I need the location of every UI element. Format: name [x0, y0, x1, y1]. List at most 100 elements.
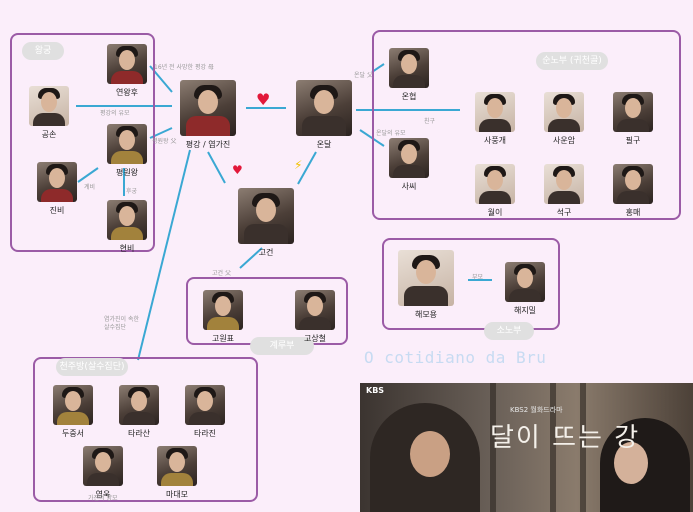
person-pyeongwonwang[interactable]: 평원왕 [104, 124, 150, 178]
person-tarajin[interactable]: 타라진 [182, 385, 228, 439]
portrait [180, 80, 236, 136]
relation-label: 후궁 [126, 188, 138, 195]
portrait [157, 446, 197, 486]
person-madaemo[interactable]: 마대모 [154, 446, 200, 500]
relation-label: 평강의 유모 [100, 110, 130, 117]
person-name: 염욱 [95, 490, 111, 499]
relation-label: 16년 전 사망한 평강 母 [154, 64, 214, 71]
watermark: O cotidiano da Bru [364, 348, 547, 367]
person-name: 사운암 [552, 136, 576, 145]
drama-banner: KBS KBS2 월화드라마 달이 뜨는 강 [360, 383, 693, 512]
portrait [37, 162, 77, 202]
sonobu-label: 소노부 [484, 322, 534, 340]
relation-label: 친구 [424, 118, 436, 125]
lightning-icon: ⚡ [294, 158, 303, 172]
line-gogeon-ondal [297, 151, 317, 185]
person-name: 고상철 [303, 334, 327, 343]
portrait [238, 188, 294, 244]
gyerubu-label: 계루부 [250, 337, 314, 355]
person-saunam[interactable]: 사운암 [541, 92, 587, 146]
portrait [613, 164, 653, 204]
person-name: 월이 [487, 208, 503, 217]
person-name: 연왕후 [115, 88, 139, 97]
portrait [107, 200, 147, 240]
person-tarasan[interactable]: 타라산 [116, 385, 162, 439]
person-jinbi[interactable]: 진비 [34, 162, 80, 216]
person-gowonpyo[interactable]: 고원표 [200, 290, 246, 344]
person-sassi[interactable]: 사씨 [386, 138, 432, 192]
portrait [505, 262, 545, 302]
actor-figure-left [370, 403, 480, 512]
person-hongme[interactable]: 홍매 [610, 164, 656, 218]
person-name: 타라산 [127, 429, 151, 438]
portrait [203, 290, 243, 330]
portrait [389, 138, 429, 178]
person-gosangcheol[interactable]: 고상철 [292, 290, 338, 344]
portrait [29, 86, 69, 126]
person-name: 평원왕 [115, 168, 139, 177]
heart-icon: ♥ [232, 163, 243, 177]
sunobu-label: 순노부 (귀천골) [536, 52, 608, 70]
portrait [475, 164, 515, 204]
person-name: 공손 [41, 130, 57, 139]
portrait [613, 92, 653, 132]
person-name: 마대모 [165, 490, 189, 499]
portrait [295, 290, 335, 330]
network-label: KBS2 월화드라마 [510, 406, 563, 414]
heart-icon: ♥ [256, 90, 271, 109]
relation-label: 온달의 유모 [376, 130, 406, 137]
relation-label: 고건 父 [212, 270, 231, 277]
person-pyeonggang[interactable]: 평강 / 염가진 [176, 80, 240, 150]
person-ondal[interactable]: 온달 [292, 80, 356, 150]
person-yeomuk[interactable]: 염욱 [80, 446, 126, 500]
palace-group [10, 33, 155, 252]
relation-label: 온달 父 [354, 72, 373, 79]
person-eunhyeop[interactable]: 온협 [386, 48, 432, 102]
person-name: 필구 [625, 136, 641, 145]
person-name: 진비 [49, 206, 65, 215]
cheonjubang-group [33, 357, 258, 502]
line-gogeon-pyeonggang [207, 151, 226, 184]
portrait [398, 250, 454, 306]
person-name: 고원표 [211, 334, 235, 343]
relation-label: 가진의 양모 [88, 495, 118, 502]
person-name: 현비 [119, 244, 135, 253]
relation-label: 계비 [84, 184, 96, 191]
person-pilgu[interactable]: 필구 [610, 92, 656, 146]
line-jinbi-king [77, 167, 99, 183]
person-sapunggae[interactable]: 사풍개 [472, 92, 518, 146]
person-dujungseo[interactable]: 두중서 [50, 385, 96, 439]
line-pyeonggang-cheonjubang [137, 149, 191, 361]
person-haemoyong[interactable]: 해모용 [396, 250, 456, 320]
cheonjubang-label: 천주방(살수집단) [56, 358, 128, 376]
person-name: 두중서 [61, 429, 85, 438]
person-name: 해모용 [414, 310, 438, 319]
portrait [53, 385, 93, 425]
portrait [107, 124, 147, 164]
drama-title: 달이 뜨는 강 [490, 423, 641, 453]
person-hyeonbi[interactable]: 현비 [104, 200, 150, 254]
portrait [119, 385, 159, 425]
sunobu-group [372, 30, 681, 220]
palace-label: 왕궁 [22, 42, 64, 60]
line-ondal-eunhyeop [371, 63, 385, 73]
portrait [544, 92, 584, 132]
person-gogeon[interactable]: 고건 [234, 188, 298, 258]
person-wori[interactable]: 월이 [472, 164, 518, 218]
actor-figure-right [600, 418, 690, 512]
portrait [83, 446, 123, 486]
line-gogeon-gyerubu [239, 247, 263, 269]
person-yeonwanghu[interactable]: 연왕후 [104, 44, 150, 98]
person-haejimil[interactable]: 해지밀 [502, 262, 548, 316]
person-name: 석구 [556, 208, 572, 217]
person-gongson[interactable]: 공손 [26, 86, 72, 140]
person-name: 온협 [401, 92, 417, 101]
relation-label: 부모 [472, 274, 484, 281]
person-seokgu[interactable]: 석구 [541, 164, 587, 218]
portrait [185, 385, 225, 425]
sonobu-group [382, 238, 560, 330]
person-name: 홍매 [625, 208, 641, 217]
relation-label: 염가진이 속한 살수집단 [104, 316, 140, 331]
person-name: 타라진 [193, 429, 217, 438]
portrait [389, 48, 429, 88]
